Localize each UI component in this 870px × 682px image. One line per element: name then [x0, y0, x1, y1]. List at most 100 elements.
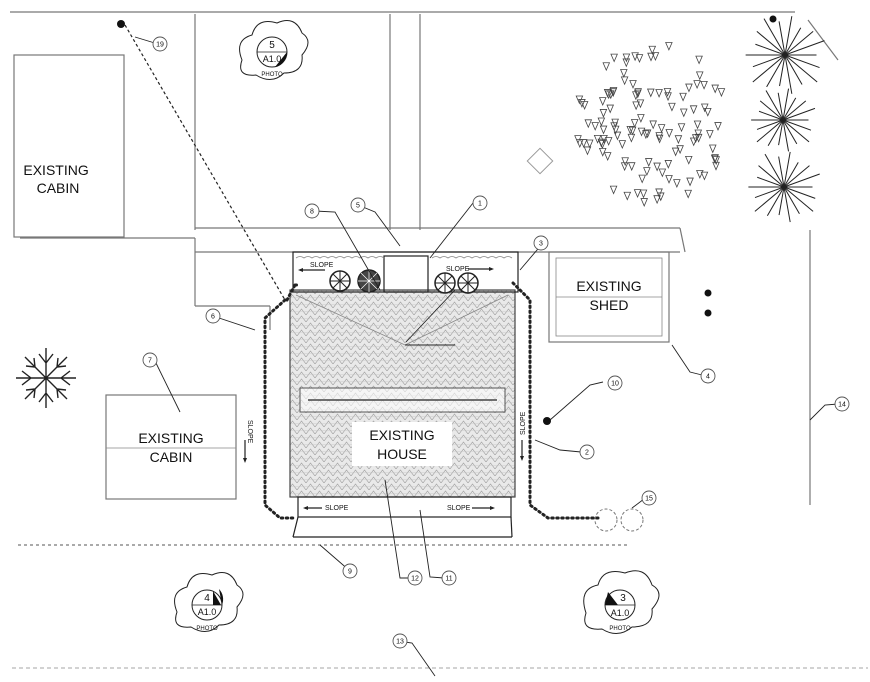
pine-trees	[745, 16, 825, 223]
pine-tree	[751, 88, 816, 152]
grove-tree	[700, 80, 708, 90]
callout-number: 19	[156, 42, 164, 49]
dry-well	[620, 508, 644, 532]
photo-marker-3-number: 3	[620, 593, 626, 604]
grove-tree	[583, 146, 592, 156]
grove-tree	[696, 170, 704, 179]
grove-tree	[653, 195, 661, 205]
survey-point	[117, 20, 125, 28]
grove-tree	[632, 101, 640, 111]
grove-tree	[610, 122, 618, 132]
callout-8: 8	[304, 203, 320, 219]
callout-number: 11	[445, 576, 452, 583]
grove-tree	[655, 132, 663, 142]
grove-tree	[693, 120, 702, 130]
drainage-line	[117, 15, 777, 520]
grove-tree	[634, 88, 642, 98]
slope-label-side-right: SLOPE	[520, 411, 527, 435]
callout-number: 15	[645, 496, 653, 503]
grove-tree	[620, 162, 629, 172]
callout-2: 2	[579, 444, 595, 460]
grove-tree	[604, 137, 613, 146]
grove-tree	[628, 126, 637, 136]
grove-tree	[613, 131, 622, 141]
shed-label-line2: SHED	[590, 297, 629, 313]
grove-tree	[691, 134, 700, 144]
callout-19: 19	[152, 36, 168, 52]
tree-grove	[574, 42, 726, 207]
grove-tree	[655, 89, 663, 98]
grove-tree	[620, 76, 629, 86]
grove-tree	[597, 138, 606, 148]
grove-tree	[618, 140, 627, 150]
callout-number: 2	[585, 450, 589, 457]
slope-label-bottom-left: SLOPE	[325, 505, 349, 512]
grove-tree	[653, 162, 661, 172]
grove-tree	[638, 174, 646, 184]
grove-tree	[623, 191, 632, 201]
existing-cabin-top: EXISTING CABIN	[13, 54, 125, 238]
grove-tree	[714, 122, 722, 131]
grove-tree	[711, 154, 719, 164]
grove-tree	[646, 88, 655, 98]
rear-deck	[292, 496, 513, 538]
grove-tree	[706, 130, 714, 139]
grove-tree	[664, 160, 673, 169]
grove-tree	[711, 84, 719, 94]
grove-tree	[633, 189, 642, 198]
grove-tree	[602, 62, 611, 72]
grove-tree	[712, 161, 720, 171]
callout-5: 5	[350, 197, 366, 213]
deciduous-tree	[16, 348, 76, 408]
front-planters	[292, 251, 519, 293]
cabin-left-label-line2: CABIN	[150, 449, 193, 465]
grove-tree	[663, 88, 672, 97]
callout-number: 4	[706, 374, 710, 381]
callout-number: 13	[396, 639, 404, 646]
grove-tree	[598, 97, 607, 107]
grove-tree	[635, 54, 644, 64]
shrub	[457, 272, 479, 294]
grove-tree	[695, 71, 704, 81]
grove-tree	[603, 152, 612, 162]
photo-marker-4-caption: PHOTO	[196, 626, 218, 632]
grove-tree	[703, 107, 712, 117]
grove-tree	[629, 80, 637, 89]
grove-tree	[668, 102, 676, 112]
svg-text:EXISTING CABIN: EXISTING CABIN	[23, 162, 92, 196]
callout-number: 12	[411, 576, 419, 583]
grove-tree	[679, 92, 687, 102]
grove-tree	[679, 108, 688, 118]
photo-marker-5: 5 A1.0 PHOTO	[239, 20, 309, 80]
grove-tree	[622, 58, 631, 68]
grove-tree	[664, 92, 672, 102]
access-roads	[20, 14, 686, 330]
grove-tree	[598, 140, 607, 150]
pine-tree	[745, 16, 825, 94]
grove-tree	[585, 139, 594, 149]
grove-tree	[686, 177, 694, 187]
callout-9: 9	[342, 563, 358, 579]
grove-tree	[627, 133, 636, 143]
grove-tree	[639, 189, 648, 199]
callout-3: 3	[533, 235, 549, 251]
grove-tree	[597, 117, 606, 127]
grove-tree	[593, 134, 602, 144]
photo-marker-3-sheet: A1.0	[611, 608, 630, 618]
photo-marker-5-caption: PHOTO	[261, 72, 283, 78]
slope-label-bottom-right: SLOPE	[447, 505, 471, 512]
shrub	[329, 270, 351, 292]
callout-number: 8	[310, 209, 314, 216]
callout-number: 10	[611, 381, 619, 388]
slope-label-side-left: SLOPE	[246, 420, 253, 444]
house-label-line2: HOUSE	[377, 446, 427, 462]
grove-tree	[626, 125, 635, 135]
shrub	[434, 272, 456, 294]
survey-point	[769, 15, 777, 23]
house-label-line1: EXISTING	[369, 427, 434, 443]
grove-tree	[642, 130, 650, 140]
grove-tree	[600, 134, 608, 144]
photo-marker-4-number: 4	[204, 593, 210, 604]
